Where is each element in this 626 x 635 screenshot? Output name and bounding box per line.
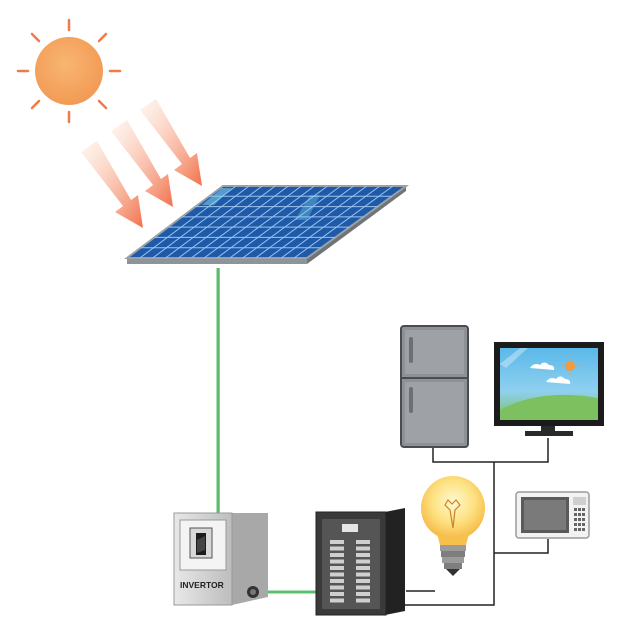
microwave-button [582,513,585,516]
microwave-button [582,523,585,526]
breaker-switch [330,572,344,577]
inverter: INVERTOR [173,512,268,606]
breaker-switch [356,598,370,603]
microwave-button [582,528,585,531]
breaker-switch [356,585,370,590]
breaker-switch [330,559,344,564]
breaker-switch [356,566,370,570]
breaker-switch [356,553,370,557]
microwave-button [574,523,577,526]
breaker-switch [356,546,370,551]
breaker-switch [330,592,344,596]
microwave-button [578,513,581,516]
microwave-button [574,508,577,511]
breaker-switch [356,572,370,577]
microwave-button [578,528,581,531]
microwave [515,491,590,539]
microwave-button [578,518,581,521]
microwave-button [578,508,581,511]
sunlight-rays [81,99,202,228]
microwave-button [582,508,585,511]
microwave-button [582,518,585,521]
breaker-switch [330,579,344,583]
breaker-switch [330,585,344,590]
television [494,342,604,436]
breaker-switch [356,559,370,564]
microwave-button [574,528,577,531]
light-bulb-icon [421,476,485,576]
breaker-switch [330,553,344,557]
sunlight-arrow [81,141,143,228]
breaker-switch [356,579,370,583]
sunlight-arrow [111,120,173,207]
solar-panel [124,185,410,264]
microwave-button [574,513,577,516]
breaker-switch [330,598,344,603]
breaker-panel [315,508,405,616]
breaker-switch [356,592,370,596]
sun-icon [16,18,122,124]
breaker-switch [330,546,344,551]
microwave-button [578,523,581,526]
breaker-switch [356,540,370,544]
sunlight-arrow [140,99,202,186]
breaker-switch [330,566,344,570]
inverter-label: INVERTOR [180,580,224,590]
refrigerator [400,325,469,448]
microwave-button [574,518,577,521]
breaker-switch [330,540,344,544]
